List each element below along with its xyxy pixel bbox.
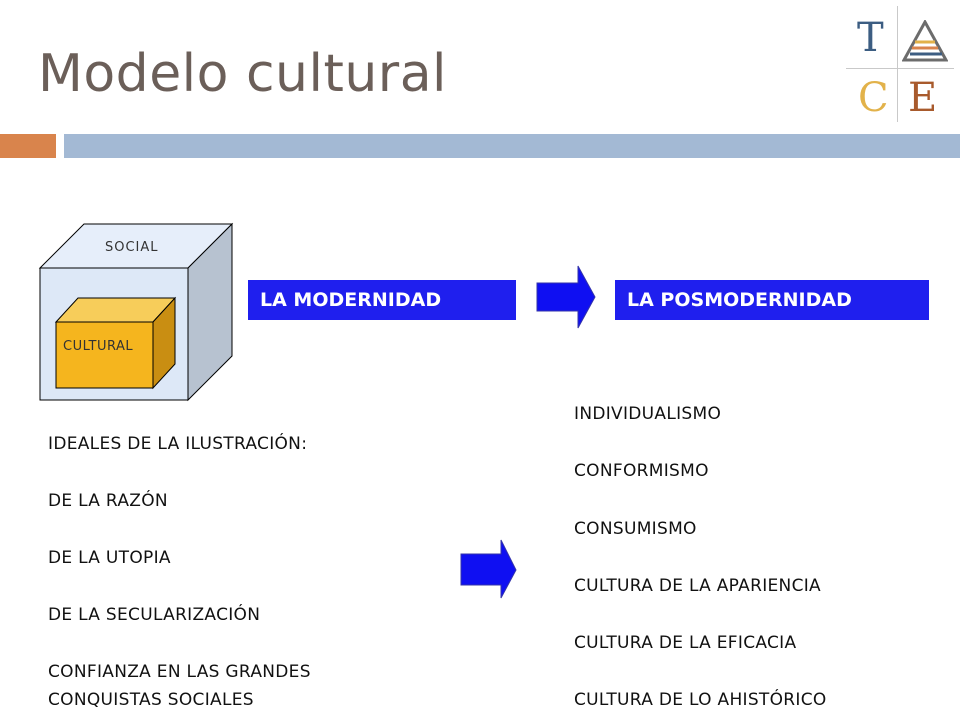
list-item: CULTURA DE LO AHISTÓRICO (574, 690, 827, 710)
logo-letter-t: T (857, 15, 884, 61)
tce-logo: T C E (846, 6, 954, 122)
logo-triangle-icon (902, 20, 948, 62)
modernidad-box: LA MODERNIDAD (248, 280, 516, 320)
logo-letter-c: C (858, 75, 889, 121)
list-item: INDIVIDUALISMO (574, 404, 722, 424)
list-item: CULTURA DE LA APARIENCIA (574, 576, 821, 596)
list-item: DE LA UTOPIA (48, 548, 171, 568)
social-label: SOCIAL (105, 240, 159, 255)
list-item: CULTURA DE LA EFICACIA (574, 633, 797, 653)
logo-letter-e: E (908, 75, 938, 121)
list-item: CONFIANZA EN LAS GRANDES (48, 662, 311, 682)
list-item: DE LA RAZÓN (48, 491, 168, 511)
posmodernidad-box: LA POSMODERNIDAD (615, 280, 929, 320)
arrow-ideales-to-consecuencias (460, 539, 517, 599)
accent-bar-blue (64, 134, 960, 158)
arrow-modernidad-to-posmodernidad (536, 265, 596, 329)
logo-divider-vertical (897, 6, 898, 122)
list-item: CONSUMISMO (574, 519, 697, 539)
list-item: DE LA SECULARIZACIÓN (48, 605, 261, 625)
accent-bar-orange (0, 134, 56, 158)
list-item: CONQUISTAS SOCIALES (48, 690, 254, 710)
cultural-cube (54, 296, 177, 390)
list-item: CONFORMISMO (574, 461, 709, 481)
cultural-label: CULTURAL (63, 339, 134, 354)
left-list-heading: IDEALES DE LA ILUSTRACIÓN: (48, 434, 308, 454)
slide-title: Modelo cultural (38, 44, 448, 104)
logo-divider-horizontal (846, 68, 954, 69)
